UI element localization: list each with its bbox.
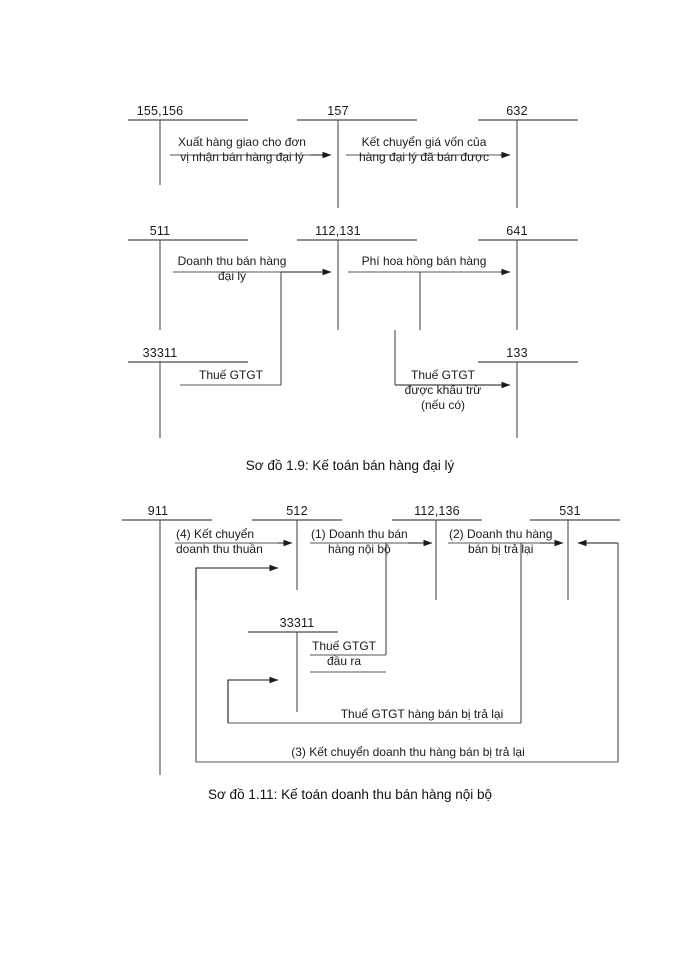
flow-text-6: Thuế GTGT được khấu trừ (nếu có) xyxy=(405,368,482,413)
account-label-531: 531 xyxy=(559,504,581,518)
flow-text-1-line1: Xuất hàng giao cho đơn xyxy=(178,135,306,149)
flow-text-d2-1: (1) Doanh thu bán hàng nội bộ xyxy=(311,527,408,557)
account-label-911: 911 xyxy=(147,504,169,518)
flow-text-6-line2: được khấu trừ xyxy=(404,383,482,397)
t-account-33311 xyxy=(128,361,248,438)
flow-text-d2-vatreturn: Thuế GTGT hàng bán bị trả lại xyxy=(341,707,504,722)
diagram1-caption: Sơ đồ 1.9: Kế toán bán hàng đại lý xyxy=(245,458,455,473)
flow-text-d2-3: (3) Kết chuyển doanh thu hàng bán bị trả… xyxy=(291,745,525,760)
flow-text-d2-4-line1: (4) Kết chuyển xyxy=(176,527,255,541)
account-label-112-136: 112,136 xyxy=(414,504,460,518)
t-account-157 xyxy=(297,119,417,208)
account-label-133: 133 xyxy=(506,346,528,360)
flow-text-1: Xuất hàng giao cho đơn vị nhận bán hàng … xyxy=(178,135,306,165)
flow-text-4: Phí hoa hồng bán hàng xyxy=(362,254,487,269)
t-account-511 xyxy=(128,239,248,330)
account-label-632: 632 xyxy=(506,104,528,118)
t-account-155-156 xyxy=(128,119,248,185)
t-account-112-131 xyxy=(297,239,417,330)
flow-text-6-line1: Thuế GTGT xyxy=(410,368,476,382)
t-account-133 xyxy=(478,361,578,438)
account-label-155-156: 155,156 xyxy=(136,104,184,118)
t-account-531 xyxy=(530,519,620,600)
account-label-641: 641 xyxy=(506,224,528,238)
flow-text-d2-3-line1: (3) Kết chuyển doanh thu hàng bán bị trả… xyxy=(291,745,525,759)
flow-text-6-line3: (nếu có) xyxy=(420,398,466,412)
flow-elbow-d2-vatreturn xyxy=(227,676,279,723)
flow-elbow-d2-4 xyxy=(195,564,279,600)
account-label-112-131: 112,131 xyxy=(315,224,361,238)
flow-text-2-line2: hàng đại lý đã bán được xyxy=(359,150,489,164)
flow-text-d2-vatreturn-line1: Thuế GTGT hàng bán bị trả lại xyxy=(340,707,504,721)
flow-text-4-line1: Phí hoa hồng bán hàng xyxy=(361,254,487,268)
t-account-911 xyxy=(122,519,212,775)
flow-text-2-line1: Kết chuyển giá vốn của xyxy=(361,135,487,149)
flow-text-d2-4: (4) Kết chuyển doanh thu thuần xyxy=(176,527,263,557)
t-account-641 xyxy=(478,239,578,330)
flow-text-d2-1-line2: hàng nội bộ xyxy=(328,542,391,556)
flow-text-5-line1: Thuế GTGT xyxy=(198,368,264,382)
account-label-33311: 33311 xyxy=(142,346,178,360)
t-account-512 xyxy=(252,519,342,590)
flow-text-d2-vat: Thuế GTGT đầu ra xyxy=(312,639,376,669)
flow-text-d2-2-line1: (2) Doanh thu hàng xyxy=(449,527,553,541)
flow-text-3: Doanh thu bán hàng đại lý xyxy=(178,254,287,284)
account-label-33311-d2: 33311 xyxy=(279,616,315,630)
t-account-112-136 xyxy=(392,519,482,600)
flow-text-1-line2: vị nhận bán hàng đại lý xyxy=(180,150,304,164)
flow-text-5: Thuế GTGT xyxy=(199,368,263,383)
flow-text-d2-vat-line1: Thuế GTGT xyxy=(312,639,377,653)
t-account-33311-d2 xyxy=(248,631,338,712)
flow-text-d2-4-line2: doanh thu thuần xyxy=(176,542,263,556)
account-label-512: 512 xyxy=(286,504,308,518)
t-account-632 xyxy=(478,119,578,208)
flow-text-d2-2: (2) Doanh thu hàng bán bị trả lại xyxy=(449,527,552,557)
flow-text-d2-vat-line2: đầu ra xyxy=(326,654,362,668)
diagram2-caption: Sơ đồ 1.11: Kế toán doanh thu bán hàng n… xyxy=(207,787,493,802)
account-label-511: 511 xyxy=(149,224,171,238)
flow-text-3-line1: Doanh thu bán hàng xyxy=(177,254,287,268)
account-label-157: 157 xyxy=(327,104,349,118)
flow-text-d2-1-line1: (1) Doanh thu bán xyxy=(311,527,408,541)
flow-text-d2-2-line2: bán bị trả lại xyxy=(468,542,534,556)
flow-text-3-line2: đại lý xyxy=(217,269,247,283)
flow-text-2: Kết chuyển giá vốn của hàng đại lý đã bá… xyxy=(359,135,489,165)
